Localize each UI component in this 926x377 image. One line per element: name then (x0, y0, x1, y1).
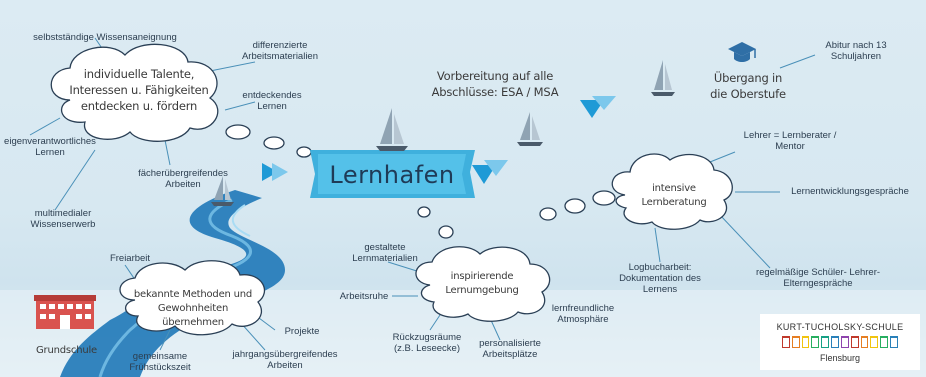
logo-flag (860, 336, 869, 348)
label-quiet: Arbeitsruhe (339, 291, 389, 302)
cloud-counseling-text: intensive Lernberatung (641, 183, 707, 208)
transition-text: Übergang in die Oberstufe (710, 71, 786, 101)
cloud-shapes (50, 43, 733, 336)
logo-flag (890, 336, 898, 348)
school-logo: KURT-TUCHOLSKY-SCHULE Flensburg (760, 314, 920, 370)
arrow-icon (472, 160, 508, 184)
logo-city: Flensburg (819, 353, 861, 363)
label-development-talks: Lernentwicklungsgespräche (791, 186, 909, 197)
label-interdisciplinary: fächerübergreifendes Arbeiten (138, 168, 228, 190)
arrow-icon (580, 96, 616, 118)
cloud-methods-text: bekannte Methoden und Gewohnheiten übern… (133, 289, 253, 328)
logo-flag (831, 336, 839, 348)
label-free-work: Freiarbeit (109, 253, 151, 264)
label-multimedia: multimedialer Wissenserwerb (30, 208, 96, 230)
school-building-icon (34, 295, 96, 329)
logo-flag (850, 336, 859, 348)
logo-flag (791, 336, 800, 348)
sailboat-icon (211, 176, 234, 206)
preparation-text: Vorbereitung auf alle Abschlüsse: ESA / … (431, 69, 559, 99)
sailboat-icon (517, 112, 543, 146)
logo-flag (870, 336, 879, 348)
logo-flag (782, 336, 790, 348)
arrow-icon (262, 163, 288, 181)
primary-school-label: Grundschule (36, 345, 97, 356)
label-teacher-mentor: Lehrer = Lernberater / Mentor (743, 130, 837, 152)
label-personalized: personalisierte Arbeitsplätze (479, 338, 541, 360)
logo-flag (821, 336, 830, 348)
label-designed-materials: gestaltete Lernmaterialien (352, 242, 418, 264)
logo-flag (880, 336, 889, 348)
sailboat-icon (651, 60, 675, 96)
graduation-cap-icon (728, 42, 756, 62)
thought-bubbles (225, 124, 616, 239)
label-breakfast: gemeinsame Frühstückszeit (129, 351, 191, 373)
logo-flag (801, 336, 810, 348)
sailboat-icon (376, 108, 408, 151)
label-retreat: Rückzugsräume (z.B. Leseecke) (392, 332, 462, 354)
lernhafen-title: Lernhafen (329, 161, 455, 189)
logo-flag (811, 336, 820, 348)
logo-flag (840, 336, 849, 348)
label-regular-talks: regelmäßige Schüler- Lehrer- Elterngespr… (755, 267, 881, 289)
label-self-learning: selbstständige Wissensaneignung (33, 32, 177, 43)
label-logbook: Logbucharbeit: Dokumentation des Lernens (619, 262, 701, 295)
label-self-responsible: eigenverantwortliches Lernen (4, 136, 96, 158)
cloud-environment-text: inspirierende Lernumgebung (445, 271, 519, 296)
logo-school-name: KURT-TUCHOLSKY-SCHULE (776, 322, 904, 332)
cloud-talents-text: individuelle Talente, Interessen u. Fähi… (69, 67, 209, 113)
label-grade-spanning: jahrgangsübergreifendes Arbeiten (232, 349, 338, 371)
label-abitur: Abitur nach 13 Schuljahren (825, 40, 887, 62)
logo-flag-row (782, 336, 898, 350)
label-friendly: lernfreundliche Atmosphäre (551, 303, 615, 325)
label-differentiated-materials: differenzierte Arbeitsmaterialien (241, 40, 319, 62)
label-discovering-learning: entdeckendes Lernen (242, 90, 302, 112)
label-projects: Projekte (284, 326, 320, 337)
lernhafen-banner-shape (310, 150, 475, 198)
